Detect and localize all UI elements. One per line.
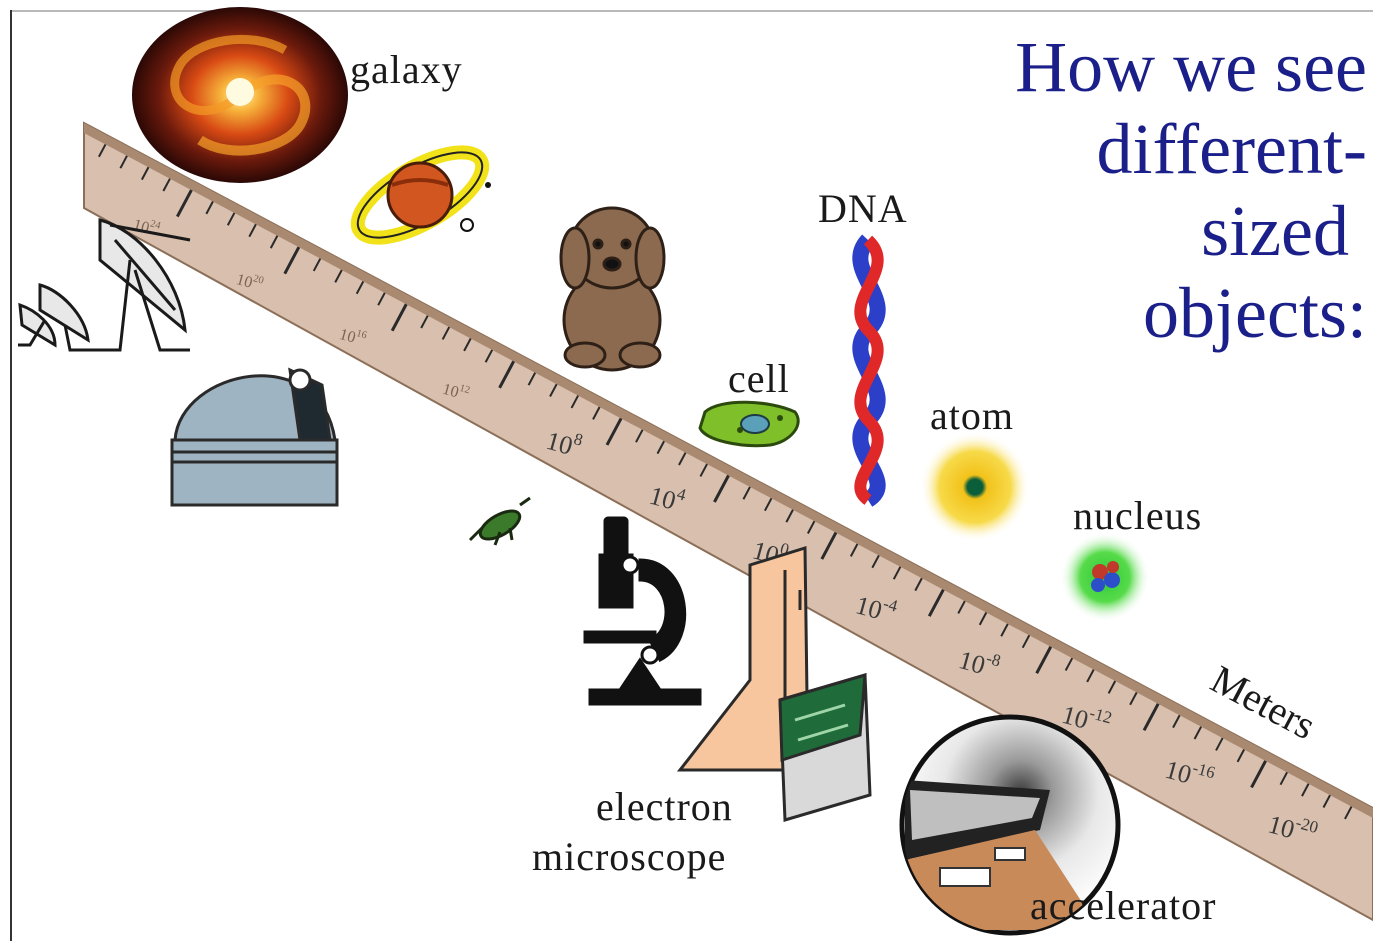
ruler-tick	[98, 143, 107, 158]
ruler-tick	[957, 600, 966, 614]
ruler-tick	[742, 486, 751, 500]
diagram-title: How we see different- sized objects:	[1015, 26, 1367, 354]
atom-label: atom	[930, 393, 1014, 438]
ruler-tick	[1236, 749, 1245, 763]
ruler-tick	[312, 258, 322, 272]
ruler-ticks	[98, 143, 1353, 820]
ruler-tick	[820, 531, 838, 560]
accelerator-label: accelerator	[1030, 883, 1217, 928]
light-microscope-icon	[583, 516, 702, 706]
ruler-tick	[226, 212, 236, 226]
ruler-tick	[119, 155, 128, 169]
title-line-3: sized	[1201, 191, 1349, 271]
ruler-tick	[498, 360, 515, 389]
title-line-1: How we see	[1015, 27, 1367, 107]
ruler-tick	[1086, 669, 1095, 683]
dna-icon	[852, 234, 886, 507]
ruler-tick-label: 104	[646, 477, 688, 518]
ruler-tick	[699, 463, 708, 477]
ruler-tick	[1172, 714, 1181, 729]
ruler-tick-label: 1016	[337, 324, 368, 350]
ruler-tick	[713, 474, 730, 503]
ruler-tick	[1193, 726, 1203, 740]
ruler-tick	[283, 246, 301, 275]
ruler-tick	[1250, 760, 1267, 789]
title-line-2: different-	[1096, 109, 1367, 189]
ruler-tick	[764, 497, 773, 512]
ruler-tick	[914, 577, 923, 592]
frame-top-border	[12, 10, 1373, 12]
ruler-tick	[140, 166, 150, 181]
ruler-tick	[849, 543, 859, 557]
ruler-tick	[1142, 703, 1160, 732]
nucleus-icon	[1060, 532, 1150, 622]
ruler-tick	[248, 223, 257, 238]
ruler-tick	[1000, 623, 1009, 637]
ruler-tick	[978, 612, 988, 626]
ruler-tick	[355, 280, 365, 295]
microscope-label: microscope	[532, 834, 727, 879]
ruler-tick	[334, 269, 343, 283]
ruler-tick	[1107, 680, 1117, 694]
ruler-tick	[927, 588, 945, 617]
electron-label: electron	[596, 784, 733, 829]
ruler-tick	[269, 235, 279, 249]
cell-icon	[698, 400, 800, 448]
ruler-tick-label: 1012	[441, 379, 472, 405]
ruler-tick	[441, 326, 451, 340]
cell-label: cell	[728, 356, 790, 401]
insect-icon	[468, 496, 531, 546]
ruler-tick	[549, 383, 558, 397]
ruler-tick	[1322, 794, 1331, 808]
ruler-tick-label: 1020	[234, 269, 265, 295]
ruler-tick	[527, 372, 537, 386]
title-line-4: objects:	[1143, 273, 1367, 353]
ruler-tick	[176, 189, 193, 218]
ruler-tick	[1064, 657, 1074, 671]
accelerator-icon	[899, 714, 1121, 936]
ruler-tick	[1021, 634, 1031, 649]
ruler-tick	[871, 554, 880, 569]
ruler-tick	[806, 520, 816, 534]
ruler-tick	[592, 406, 601, 420]
ruler-tick	[605, 417, 623, 446]
electron-microscope-icon	[676, 545, 872, 822]
ruler-tick	[162, 178, 171, 192]
ruler-tick	[205, 201, 214, 215]
frame-left-border	[10, 10, 12, 941]
ruler-tick	[484, 349, 494, 363]
ruler-tick	[570, 395, 579, 409]
nucleus-label: nucleus	[1073, 493, 1203, 538]
dna-label: DNA	[818, 186, 908, 231]
ruler-tick	[1215, 737, 1224, 751]
ruler-tick	[678, 452, 687, 466]
dog-icon	[559, 206, 666, 372]
planet-icon	[350, 145, 491, 245]
ruler-tick	[892, 566, 902, 580]
ruler-tick-label: 10-8	[956, 642, 1003, 684]
ruler-tick	[635, 429, 644, 443]
ruler-tick	[1035, 646, 1053, 674]
radio-telescope-icon	[18, 218, 191, 352]
galaxy-image	[132, 7, 348, 183]
ruler-tick	[656, 440, 665, 455]
ruler-tick	[785, 509, 794, 523]
galaxy-label: galaxy	[350, 47, 463, 92]
ruler-tick	[420, 315, 429, 329]
ruler-tick	[390, 303, 408, 332]
ruler-tick	[1129, 691, 1138, 706]
ruler-tick	[1279, 771, 1288, 786]
ruler-tick	[463, 338, 472, 352]
observatory-icon	[170, 367, 339, 507]
ruler-tick	[377, 292, 386, 306]
atom-icon	[920, 432, 1030, 542]
ruler-tick	[1301, 783, 1310, 797]
ruler-tick	[1344, 806, 1353, 820]
